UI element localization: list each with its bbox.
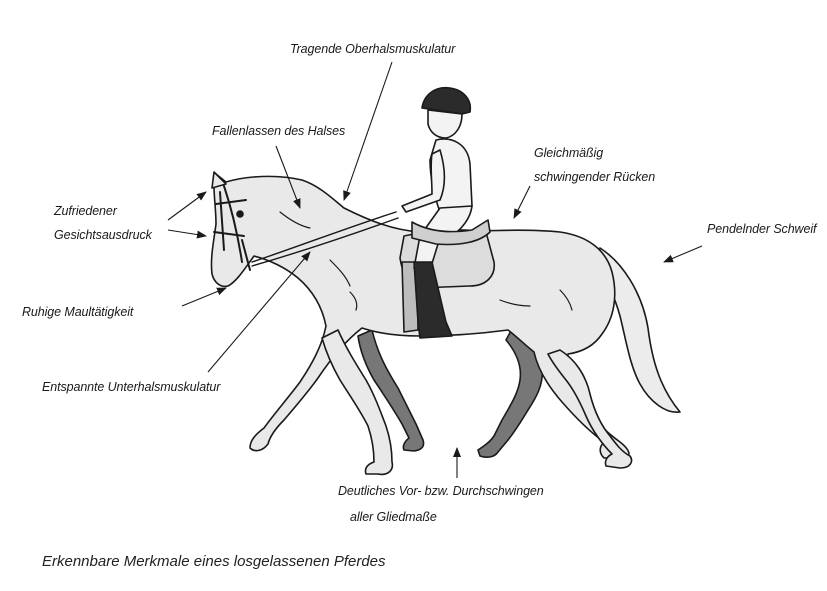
label-mouth: Ruhige Maultätigkeit	[22, 305, 133, 319]
arrow-even-back	[514, 186, 530, 218]
label-even-back-line1: Gleichmäßig	[534, 146, 603, 160]
eye	[237, 211, 243, 217]
arrow-mouth	[182, 288, 226, 306]
arrow-face-lower	[168, 230, 206, 236]
label-face-line2: Gesichtsausdruck	[54, 228, 152, 242]
arrow-neck-top-muscles	[344, 62, 392, 200]
label-even-back-line2: schwingender Rücken	[534, 170, 655, 184]
label-face-line1: Zufriedener	[54, 204, 117, 218]
label-legs-line2: aller Gliedmaße	[350, 510, 437, 524]
near-hindleg	[548, 350, 632, 468]
arrow-face-upper	[168, 192, 206, 220]
rider-head	[428, 110, 462, 138]
label-neck-top-muscles: Tragende Oberhalsmuskulatur	[290, 42, 455, 56]
figure-caption: Erkennbare Merkmale eines losgelassenen …	[42, 553, 386, 570]
near-foreleg	[322, 330, 392, 474]
arrow-tail	[664, 246, 702, 262]
label-tail: Pendelnder Schweif	[707, 222, 816, 236]
label-neck-drop: Fallenlassen des Halses	[212, 124, 345, 138]
label-legs-line1: Deutliches Vor- bzw. Durchschwingen	[338, 484, 544, 498]
label-lower-neck: Entspannte Unterhalsmuskulatur	[42, 380, 220, 394]
